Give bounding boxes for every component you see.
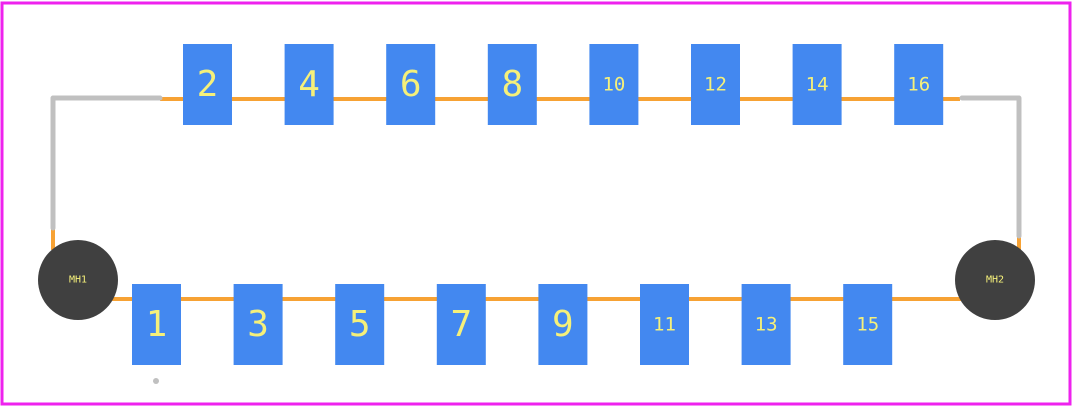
- mounting-holes: MH1 MH2: [38, 240, 1035, 320]
- mounting-hole-label-mh1: MH1: [69, 275, 87, 286]
- bottom-pad-label-13: 13: [755, 314, 778, 336]
- top-pad-4: [284, 44, 334, 125]
- top-pad-label-2: 2: [197, 64, 219, 105]
- top-pad-2: [183, 44, 232, 125]
- mounting-hole-mh1: [38, 240, 118, 320]
- mounting-hole-label-mh2: MH2: [986, 275, 1004, 286]
- bottom-pad-13: [741, 284, 791, 365]
- top-pad-label-4: 4: [298, 64, 320, 105]
- bottom-pad-11: [640, 284, 689, 365]
- top-pad-8: [487, 44, 537, 125]
- top-pad-10: [589, 44, 639, 125]
- bottom-pad-label-11: 11: [653, 314, 676, 336]
- bottom-pad-label-15: 15: [856, 314, 879, 336]
- bottom-pad-label-3: 3: [247, 304, 269, 345]
- pin1-marker: [153, 378, 159, 384]
- top-pad-row: 2 4 6 8 10 12 14 16: [183, 44, 944, 125]
- bottom-pad-3: [233, 284, 283, 365]
- bottom-pad-label-9: 9: [552, 304, 574, 345]
- top-pad-12: [691, 44, 740, 125]
- bottom-pad-9: [538, 284, 588, 365]
- bottom-pad-label-5: 5: [349, 304, 371, 345]
- bottom-pad-7: [436, 284, 486, 365]
- bottom-pad-label-7: 7: [450, 304, 472, 345]
- top-pad-label-12: 12: [704, 74, 727, 96]
- top-pad-label-10: 10: [602, 74, 625, 96]
- top-pad-label-16: 16: [907, 74, 930, 96]
- left-silkscreen: [50, 95, 163, 231]
- top-pad-16: [894, 44, 944, 125]
- bottom-pad-label-1: 1: [146, 304, 168, 345]
- top-pad-label-8: 8: [501, 64, 523, 105]
- bottom-pad-15: [843, 284, 893, 365]
- top-pad-label-14: 14: [806, 74, 829, 96]
- mounting-hole-mh2: [955, 240, 1035, 320]
- bottom-pad-5: [335, 284, 385, 365]
- top-pad-label-6: 6: [400, 64, 422, 105]
- bottom-pad-1: [132, 284, 181, 365]
- top-pad-6: [386, 44, 436, 125]
- right-silkscreen: [959, 95, 1022, 239]
- top-pad-14: [792, 44, 842, 125]
